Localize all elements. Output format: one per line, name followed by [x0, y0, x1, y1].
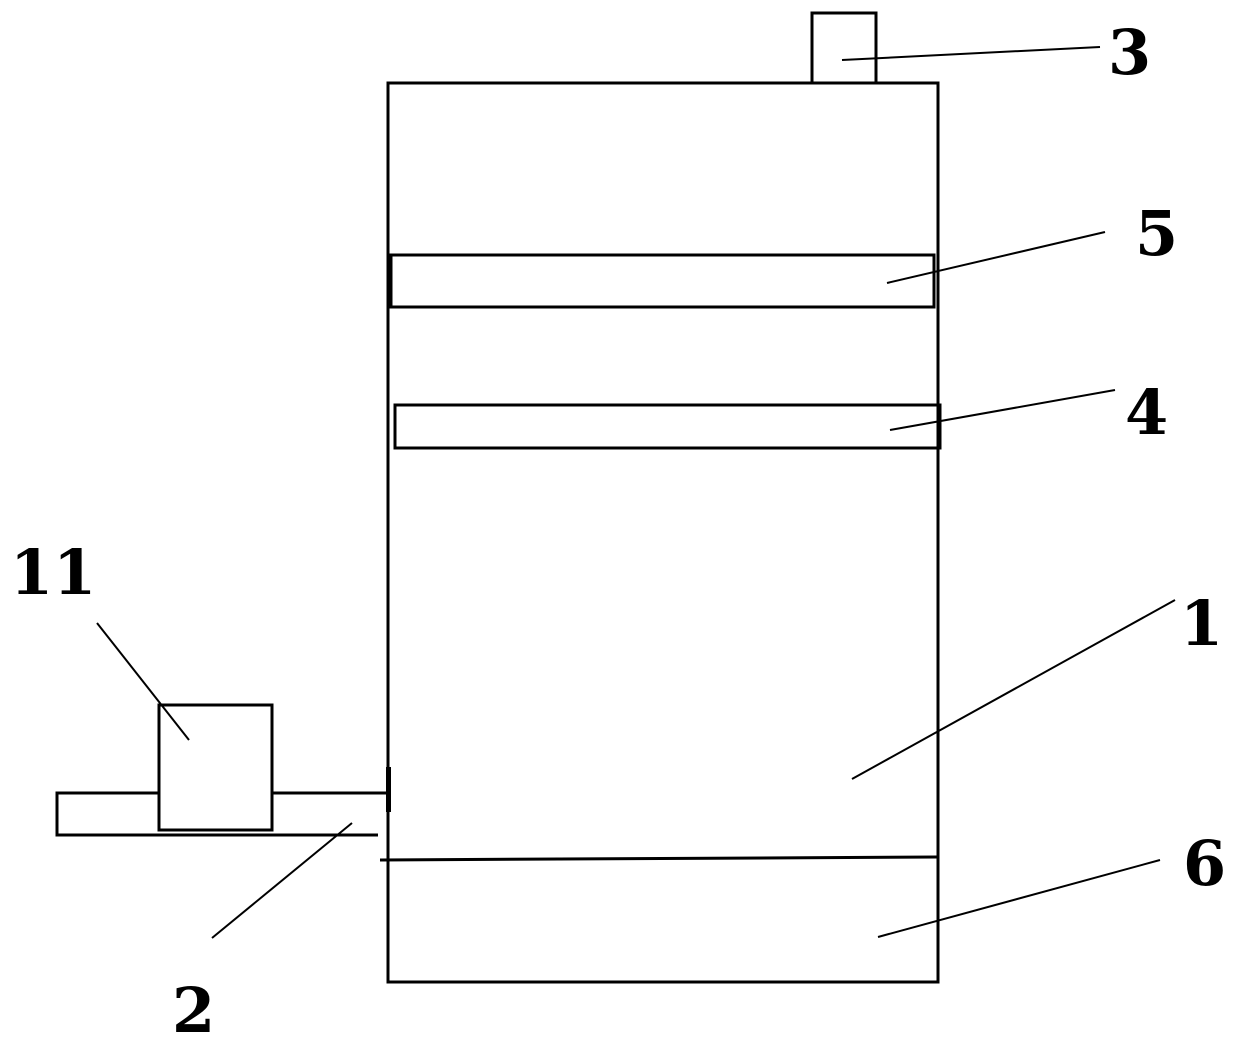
callout-2: 2 — [172, 974, 215, 1047]
callout-6: 6 — [1183, 827, 1226, 900]
leader-line-1 — [851, 599, 1176, 780]
lower-plate — [393, 403, 942, 450]
leader-line-3 — [841, 46, 1101, 61]
callout-1: 1 — [1180, 587, 1223, 660]
pump-box — [157, 703, 274, 832]
callout-3: 3 — [1108, 16, 1151, 89]
vessel-body — [386, 81, 940, 984]
top-fitting — [810, 11, 878, 85]
inlet-pipe — [55, 791, 378, 837]
callout-5: 5 — [1135, 197, 1178, 270]
inlet-pipe-flange — [386, 767, 391, 812]
leader-line-4 — [889, 389, 1116, 431]
bottom-section-divider — [379, 855, 939, 862]
leader-line-2 — [211, 822, 353, 939]
leader-line-5 — [886, 231, 1106, 284]
leader-line-6 — [877, 859, 1161, 938]
upper-plate — [389, 253, 936, 309]
leader-line-11 — [96, 622, 190, 741]
callout-11: 11 — [10, 536, 96, 609]
callout-4: 4 — [1125, 376, 1168, 449]
